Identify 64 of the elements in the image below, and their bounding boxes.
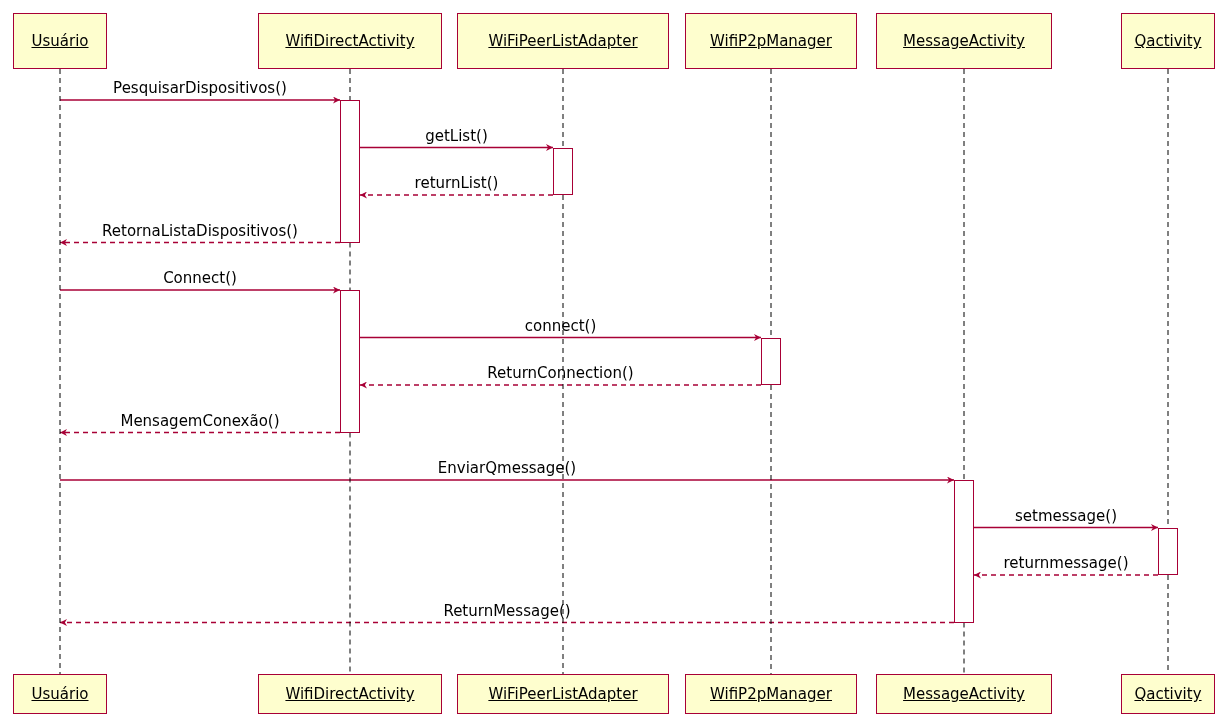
participant-box: [258, 674, 442, 714]
participant-box: [457, 13, 669, 69]
activation-bar: [553, 147, 573, 195]
return-arrow: [59, 239, 341, 246]
lifeline: [59, 68, 61, 675]
participant-box: [685, 13, 857, 69]
participant-box: [13, 674, 107, 714]
lifeline: [562, 194, 564, 675]
activation-bar: [954, 480, 974, 623]
participant-name: Usuário: [31, 685, 89, 703]
lifeline: [770, 384, 772, 675]
lifeline: [963, 68, 965, 481]
message-label: Connect(): [163, 269, 237, 287]
return-arrow: [59, 429, 341, 436]
participant-name: WiFiPeerListAdapter: [488, 685, 638, 703]
message-label: RetornaListaDispositivos(): [102, 221, 298, 240]
message-label: returnList(): [414, 174, 499, 192]
return-arrow: [359, 381, 762, 389]
participant-name: MessageActivity: [903, 32, 1025, 50]
activation-bar: [1158, 527, 1178, 575]
message-arrow: [59, 96, 341, 104]
message-arrow: [359, 144, 554, 151]
message-label: setmessage(): [1015, 506, 1117, 525]
return-arrow: [973, 571, 1159, 579]
message-label: getList(): [425, 126, 488, 145]
participant-box: [876, 674, 1052, 714]
lifeline: [770, 68, 772, 338]
lifeline: [349, 432, 351, 675]
message-label: EnviarQmessage(): [437, 459, 577, 477]
lifeline: [349, 68, 351, 101]
message-arrow: [59, 476, 955, 484]
lifeline: [562, 68, 564, 148]
message-label: connect(): [524, 316, 597, 335]
participant-name: WifiDirectActivity: [285, 685, 415, 703]
message-arrow: [59, 286, 341, 294]
participant-name: WiFiPeerListAdapter: [488, 32, 638, 50]
participant-name: Usuário: [31, 32, 89, 50]
participant-box: [13, 13, 107, 69]
participant-box: [1121, 674, 1215, 714]
message-label: PesquisarDispositivos(): [113, 79, 287, 97]
message-arrow: [359, 334, 762, 341]
message-arrow: [973, 524, 1159, 531]
participant-name: WifiP2pManager: [710, 685, 832, 703]
participant-box: [1121, 13, 1215, 69]
lifeline: [349, 242, 351, 291]
message-label: MensagemConexão(): [120, 411, 280, 430]
participant-name: WifiDirectActivity: [285, 32, 415, 50]
participant-box: [457, 674, 669, 714]
participant-name: Qactivity: [1134, 685, 1202, 703]
participant-box: [258, 13, 442, 69]
message-label: ReturnMessage(): [443, 601, 571, 620]
participant-box: [876, 13, 1052, 69]
participant-box: [685, 674, 857, 714]
activation-bar: [340, 100, 360, 243]
message-label: ReturnConnection(): [487, 364, 634, 382]
participant-name: MessageActivity: [903, 685, 1025, 703]
participant-name: WifiP2pManager: [710, 32, 832, 50]
participant-name: Qactivity: [1134, 32, 1202, 50]
message-label: returnmessage(): [1003, 554, 1129, 572]
activation-bar: [340, 290, 360, 433]
return-arrow: [359, 191, 554, 199]
return-arrow: [59, 619, 955, 626]
activation-bar: [761, 337, 781, 385]
lifeline: [963, 622, 965, 675]
